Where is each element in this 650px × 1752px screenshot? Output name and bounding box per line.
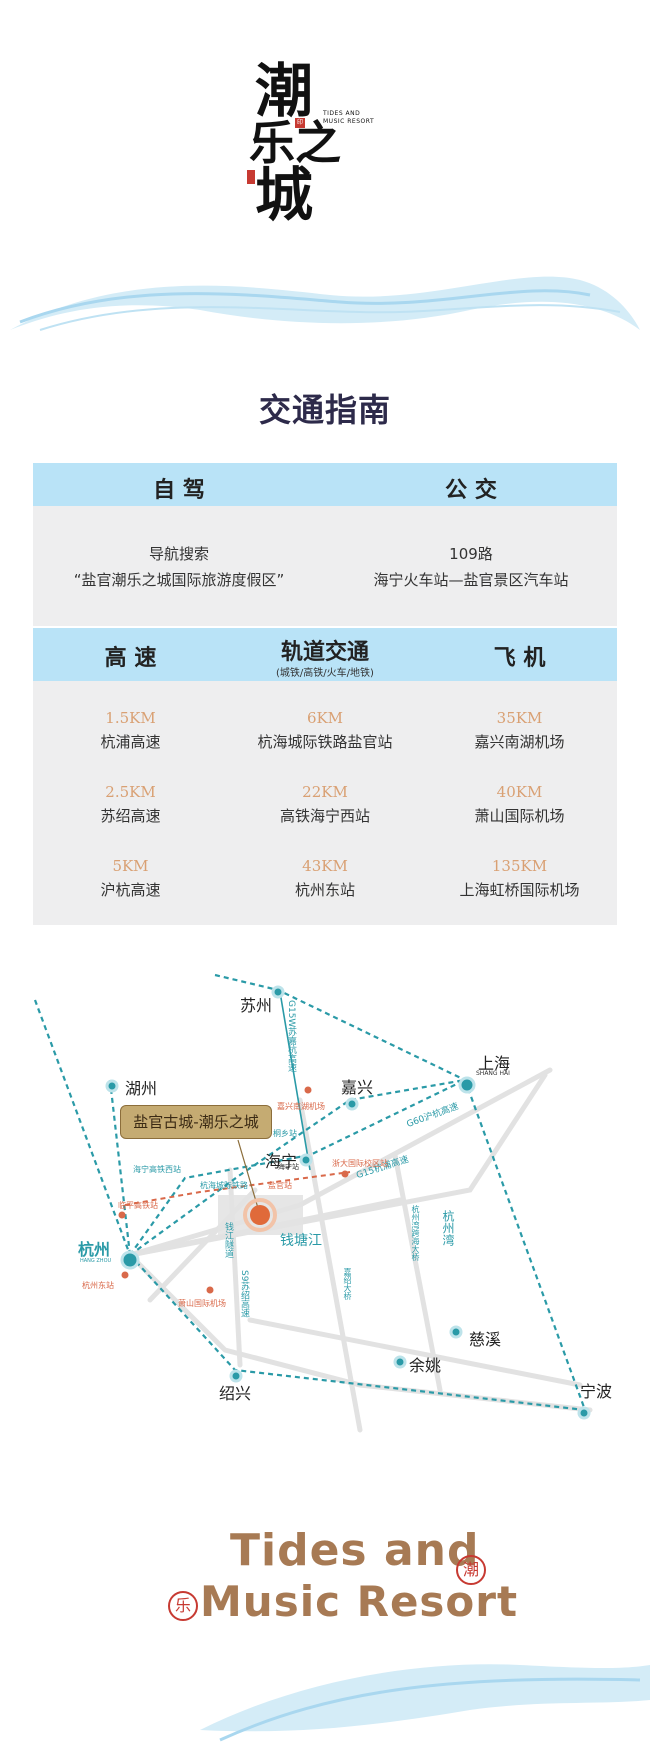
station-haining-west: 海宁高铁西站 [133,1165,181,1174]
station-hanghai-rail: 杭海城际铁路 [200,1181,248,1190]
rail-3-name: 杭州东站 [294,881,355,899]
station-jiaxing-airport: 嘉兴南湖机场 [277,1102,325,1111]
road-s9: S9苏绍高速 [239,1270,249,1318]
station-yanguan: 盐官站 [268,1181,292,1190]
city-ningbo: 宁波 [580,1382,613,1401]
rail-1-distance: 6KM [306,709,344,727]
station-tongxiang: 桐乡站 [273,1129,297,1138]
driving-line-2: “盐官潮乐之城国际旅游度假区” [73,571,285,589]
road-jiashao-bridge: 嘉绍大桥 [343,1268,352,1300]
highway-1-distance: 1.5KM [105,709,156,727]
city-yuyao: 余姚 [409,1356,442,1375]
city-shaoxing: 绍兴 [219,1384,252,1403]
header-bar-top: 自 驾 公 交 [33,463,617,506]
station-hangzhou-east: 杭州东站 [82,1281,114,1290]
brand-line-2: Music Resort [200,1577,519,1626]
rail-3-distance: 43KM [302,857,348,875]
highway-1-name: 杭浦高速 [100,733,161,751]
page-title: 交通指南 [258,391,391,429]
rail-2-name: 高铁海宁西站 [279,807,370,825]
city-haining: 海宁 [265,1152,298,1171]
rail-1-name: 杭海城际铁路盐官站 [257,733,393,751]
header-bus: 公 交 [445,477,497,503]
brand-seal-right: 潮 [456,1555,486,1585]
header-bar-bottom: 高 速 轨道交通 (城铁/高铁/火车/地铁) 飞 机 [33,628,617,681]
air-3-distance: 135KM [491,857,548,875]
logo-english-1: TIDES AND [323,110,361,117]
bus-line-2: 海宁火车站—盐官景区汽车站 [373,571,569,589]
header-air: 飞 机 [493,645,546,671]
traffic-map: 钱塘江 [33,973,593,1433]
city-shanghai-en: SHANG HAI [476,1070,510,1077]
logo: 潮 印 乐之 TIDES AND MUSIC RESORT 城 [247,57,395,229]
brand-logo: Tides and Music Resort 潮 乐 [160,1525,517,1645]
brand-line-1: Tides and [230,1525,480,1576]
wave-decoration-bottom [200,1664,650,1742]
city-suzhou: 苏州 [240,996,273,1015]
city-huzhou: 湖州 [125,1079,158,1098]
panel-top: 导航搜索 “盐官潮乐之城国际旅游度假区” 109路 海宁火车站—盐官景区汽车站 [33,506,617,626]
logo-char-3: 城 [255,161,314,229]
station-zheda: 浙大国际校区站 [332,1159,388,1168]
highway-2-name: 苏绍高速 [100,807,161,825]
haining-station: 海宁站 [278,1163,299,1171]
air-3-name: 上海虹桥国际机场 [459,881,580,899]
logo-seal: 印 [295,118,305,128]
header-rail: 轨道交通 [280,639,369,665]
header-highway: 高 速 [104,645,157,671]
header-rail-sub: (城铁/高铁/火车/地铁) [276,668,374,679]
highway-2-distance: 2.5KM [105,783,156,801]
air-1-distance: 35KM [496,709,543,727]
city-shanghai: 上海 [478,1054,511,1073]
bus-line-1: 109路 [449,545,493,563]
water-hangzhou-bay: 杭州湾 [441,1210,455,1246]
air-2-name: 萧山国际机场 [474,807,565,825]
driving-line-1: 导航搜索 [148,545,209,563]
city-jiaxing: 嘉兴 [341,1078,374,1097]
station-linping: 临平高铁站 [118,1201,158,1210]
air-1-name: 嘉兴南湖机场 [474,733,565,751]
logo-char-1: 潮 [255,57,314,125]
city-cixi: 慈溪 [469,1330,502,1349]
station-xiaoshan-airport: 萧山国际机场 [178,1299,226,1308]
city-hangzhou: 杭州 [78,1240,111,1259]
road-qiantang-tunnel: 钱江隧道 [223,1222,233,1258]
brand-seal-left: 乐 [168,1591,198,1621]
panel-bottom: 1.5KM 杭浦高速 6KM 杭海城际铁路盐官站 35KM 嘉兴南湖机场 2.5… [33,681,617,925]
rail-2-distance: 22KM [302,783,348,801]
river-label: 钱塘江 [280,1233,322,1249]
city-hangzhou-en: HANG ZHOU [80,1258,112,1264]
logo-side-seal [247,170,255,184]
logo-english-2: MUSIC RESORT [323,118,375,125]
wave-decoration-top [10,276,640,331]
highway-3-name: 沪杭高速 [100,881,161,899]
logo-char-2: 乐之 [249,116,341,170]
road-hangzhouwan-bridge: 杭州湾跨海大桥 [411,1205,420,1261]
air-2-distance: 40KM [496,783,543,801]
header-driving: 自 驾 [153,477,205,503]
location-callout: 盐官古城-潮乐之城 [120,1105,272,1139]
highway-3-distance: 5KM [112,857,149,875]
road-g15w: G15W苏嘉杭高速 [286,1000,296,1073]
